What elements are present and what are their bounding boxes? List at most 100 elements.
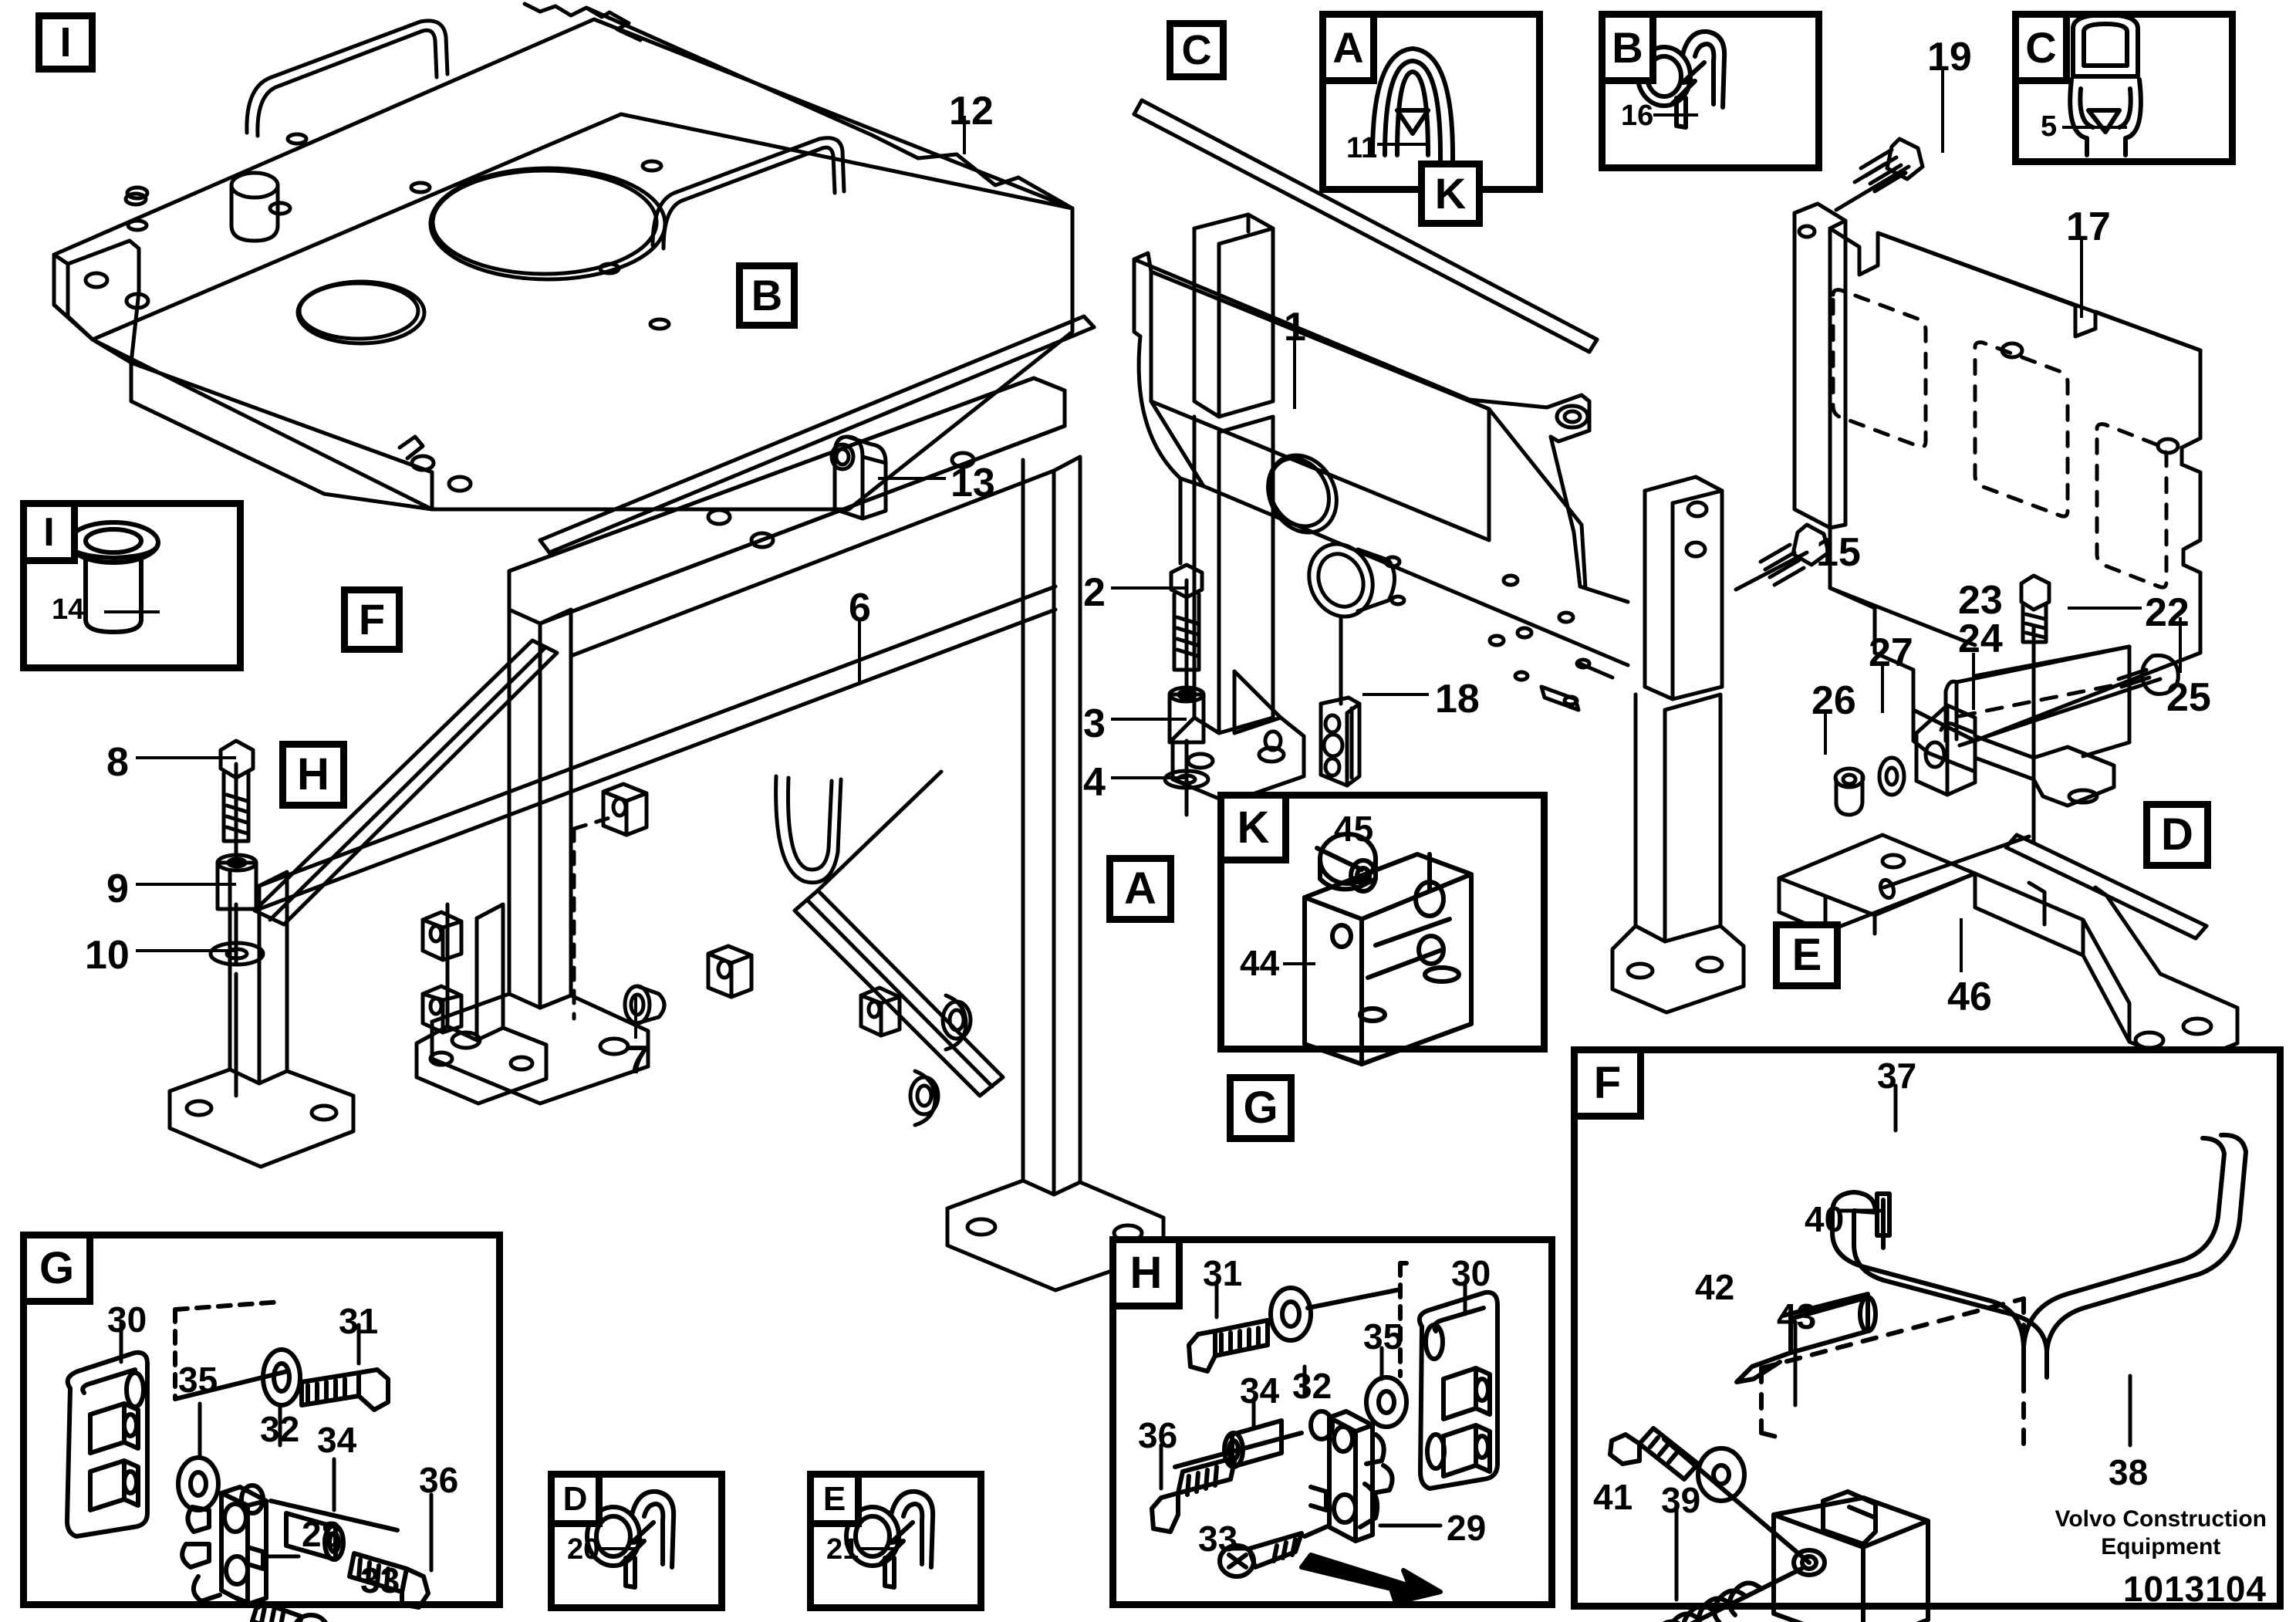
leader-line — [1881, 662, 1884, 713]
leader-line — [2080, 236, 2083, 318]
bracket-46 — [1777, 833, 2240, 1067]
leader-line — [1111, 586, 1187, 590]
latch-assembly-left-icon — [65, 1299, 434, 1622]
leader-line — [1293, 336, 1296, 409]
callout-flag-C: C — [1167, 20, 1227, 80]
bracket-assembly-22-27 — [1833, 573, 2180, 845]
item-number-20: 20 — [567, 1533, 600, 1566]
detail-panel-tag-I: I — [27, 507, 78, 564]
latch-assembly-right-icon — [1150, 1261, 1500, 1605]
item-number-25: 25 — [2166, 675, 2211, 720]
tubular-stand — [167, 376, 1166, 1293]
item-number-9: 9 — [106, 867, 129, 911]
item-number-21: 21 — [826, 1533, 859, 1566]
bolt-19 — [1834, 137, 1925, 212]
u-clip-seal-icon — [1370, 46, 1455, 171]
bolt-15 — [1734, 522, 1831, 592]
leader-line — [1653, 113, 1698, 117]
bracket-bushing-icon — [1302, 832, 1474, 1066]
item-number-32: 32 — [260, 1409, 300, 1449]
item-number-33: 33 — [1198, 1519, 1238, 1559]
leader-line — [136, 883, 236, 886]
detail-panel-I: I 14 — [20, 500, 244, 671]
callout-flag-A: A — [1106, 855, 1174, 923]
item-number-44: 44 — [1240, 943, 1280, 983]
item-number-46: 46 — [1947, 975, 1992, 1019]
detail-panel-A: A 11 — [1319, 11, 1543, 193]
item-number-6: 6 — [849, 586, 871, 630]
brand-line-2: Equipment — [2101, 1534, 2221, 1560]
callout-flag-B: B — [736, 262, 798, 329]
item-number-35: 35 — [1363, 1316, 1403, 1357]
item-number-33: 33 — [360, 1560, 400, 1600]
item-number-34: 34 — [317, 1420, 357, 1460]
leader-line — [1828, 448, 1832, 528]
item-number-22: 22 — [2145, 590, 2190, 635]
leader-line — [1111, 718, 1187, 721]
item-number-18: 18 — [1435, 677, 1480, 721]
handle-latch-kit-icon — [1608, 1083, 2248, 1622]
brand-line-1: Volvo Construction — [2055, 1505, 2267, 1532]
detail-panel-tag-B: B — [1606, 18, 1656, 84]
brand-block: Volvo Construction Equipment — [2055, 1505, 2267, 1562]
callout-flag-K: K — [1418, 161, 1483, 227]
rod-diagonal-C — [1132, 98, 1599, 354]
item-number-15: 15 — [1816, 530, 1861, 575]
callout-flag-G: G — [1227, 1074, 1295, 1142]
leader-line — [1362, 693, 1429, 696]
plate-18 — [1319, 615, 1362, 788]
leader-line — [634, 995, 637, 1039]
item-number-29: 29 — [1447, 1508, 1487, 1548]
leader-line — [104, 610, 160, 613]
bolt-stack-2-3-4 — [1163, 563, 1210, 817]
item-number-30: 30 — [107, 1299, 147, 1340]
callout-flag-H: H — [279, 741, 347, 809]
item-number-17: 17 — [2066, 204, 2111, 249]
item-number-36: 36 — [419, 1460, 459, 1500]
item-number-28: 28 — [302, 1514, 342, 1554]
part-number: 1013104 — [2122, 1569, 2267, 1609]
spring-clip-icon — [844, 1489, 936, 1590]
item-number-34: 34 — [1240, 1370, 1280, 1411]
item-number-36: 36 — [1138, 1415, 1178, 1455]
item-number-31: 31 — [339, 1301, 379, 1341]
item-number-4: 4 — [1083, 760, 1106, 805]
leader-line — [1824, 710, 1827, 755]
item-number-2: 2 — [1083, 570, 1106, 615]
cover-panel-17 — [1792, 201, 2203, 774]
leader-line — [1972, 653, 1975, 710]
detail-panel-tag-A: A — [1326, 18, 1377, 84]
item-number-26: 26 — [1811, 678, 1856, 723]
callout-flag-E: E — [1773, 921, 1841, 989]
item-number-7: 7 — [626, 1038, 649, 1083]
leader-line — [859, 1547, 897, 1550]
item-number-11: 11 — [1346, 132, 1378, 164]
item-number-19: 19 — [1927, 35, 1972, 79]
item-number-13: 13 — [950, 461, 995, 505]
leader-line — [878, 477, 946, 480]
leader-line — [2068, 607, 2142, 610]
rod-upper-6 — [538, 314, 1096, 555]
floor-plate-12 — [52, 2, 1075, 512]
leader-line — [1941, 68, 1944, 153]
leader-line — [1960, 918, 1963, 972]
item-number-37: 37 — [1877, 1056, 1917, 1096]
detail-panel-tag-G: G — [27, 1238, 93, 1305]
detail-panel-tag-H: H — [1116, 1243, 1183, 1309]
item-number-23: 23 — [1958, 578, 2003, 623]
callout-flag-I: I — [35, 12, 96, 73]
leader-line — [963, 116, 966, 154]
item-number-14: 14 — [52, 593, 85, 626]
leader-line — [136, 949, 236, 952]
spring-clip-icon — [1636, 29, 1727, 130]
item-number-31: 31 — [1203, 1253, 1243, 1293]
leader-line — [858, 617, 861, 684]
detail-panel-tag-C: C — [2019, 18, 2070, 84]
item-number-41: 41 — [1593, 1477, 1633, 1517]
